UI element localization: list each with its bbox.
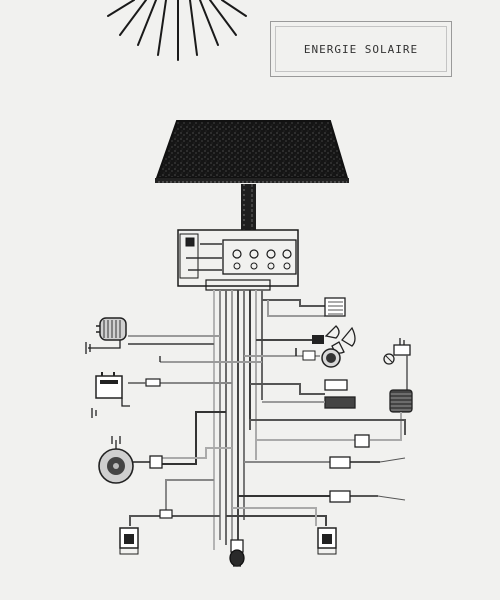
battery-icon	[91, 372, 232, 418]
horn-icon	[98, 411, 232, 484]
alternator-icon	[244, 348, 341, 368]
coil-icon	[370, 389, 413, 441]
switch-icon	[262, 297, 346, 317]
terminal-block-icon	[177, 229, 299, 291]
right-wires	[238, 419, 406, 503]
spark-plug-icon	[383, 338, 411, 390]
solar-panel-icon	[155, 120, 349, 230]
connector-group-right	[250, 379, 356, 409]
sun-icon	[107, 0, 247, 61]
title-box: ENERGIE SOLAIRE	[270, 21, 452, 77]
bottom-wires	[129, 479, 327, 526]
rear-lamp	[229, 539, 245, 567]
left-indicator	[119, 527, 139, 555]
right-indicator	[317, 527, 337, 555]
regulator-wire	[159, 356, 262, 363]
fan-icon	[256, 325, 356, 354]
starter-motor-icon	[85, 317, 220, 354]
diagram-title: ENERGIE SOLAIRE	[303, 42, 419, 56]
